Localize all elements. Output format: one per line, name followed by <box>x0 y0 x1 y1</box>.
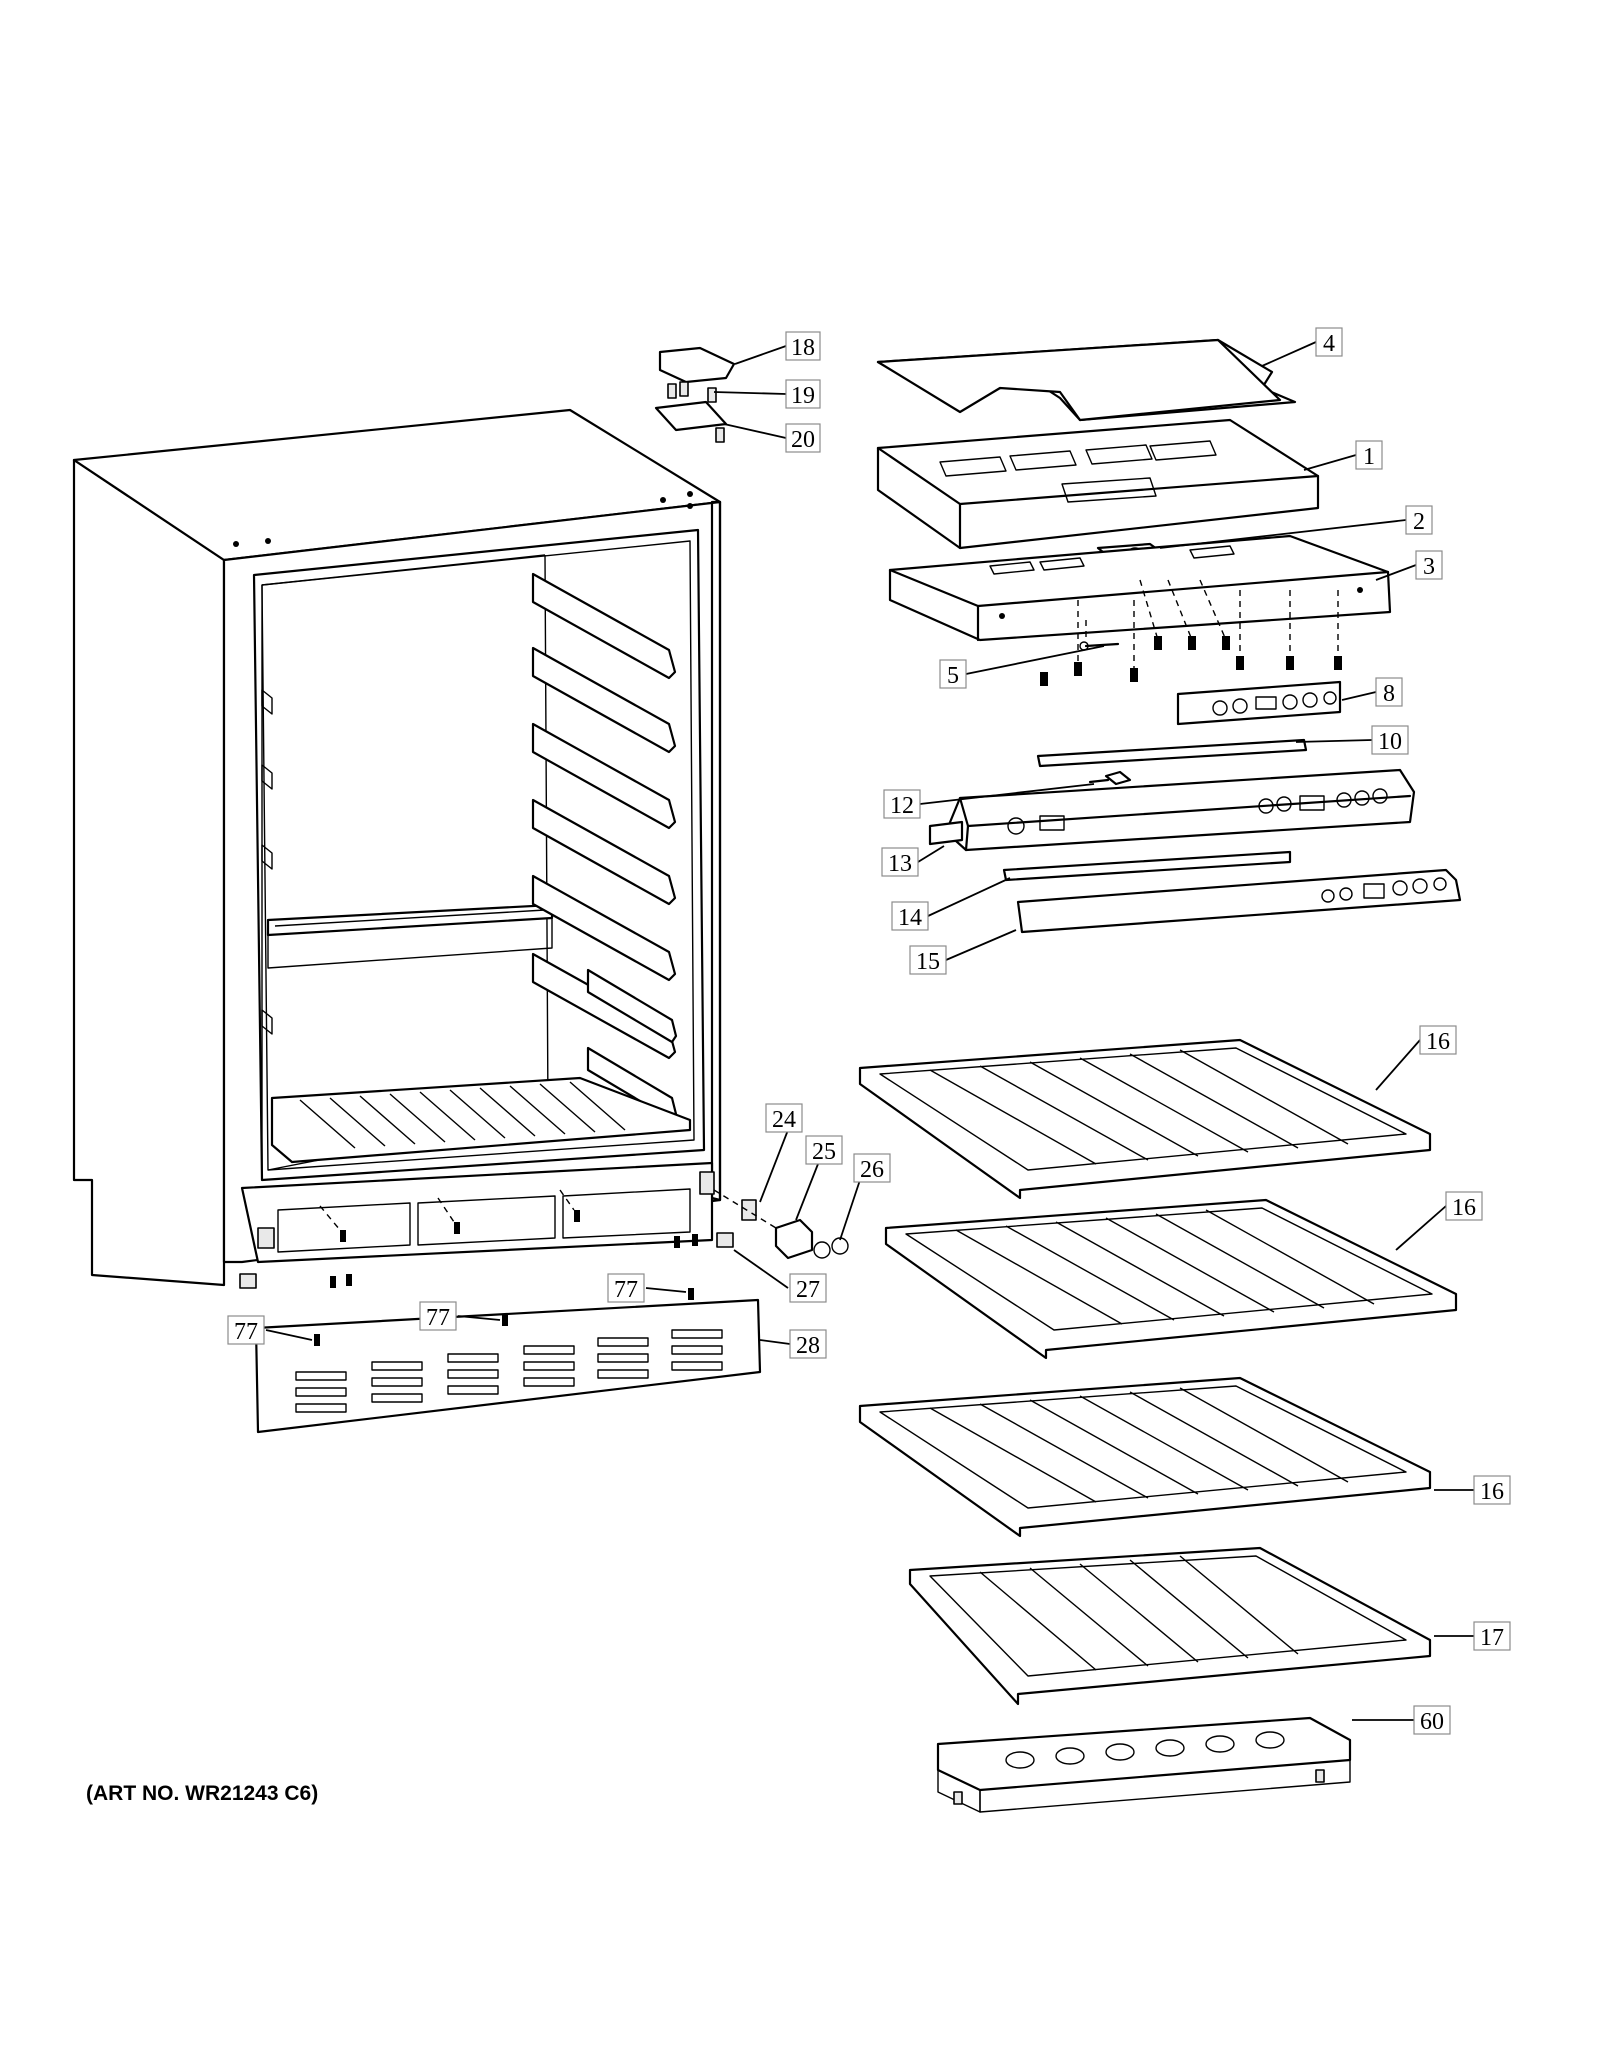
svg-text:27: 27 <box>796 1277 820 1303</box>
svg-text:1: 1 <box>1363 444 1375 470</box>
svg-text:10: 10 <box>1378 729 1402 755</box>
svg-text:24: 24 <box>772 1107 796 1133</box>
callout-1: 1 <box>1355 440 1383 470</box>
top-housing <box>876 418 1320 550</box>
svg-text:25: 25 <box>812 1139 836 1165</box>
callout-10: 10 <box>1371 725 1409 755</box>
top-hinge-assembly <box>654 346 736 443</box>
control-panel-overlay <box>1016 868 1462 934</box>
callout-5: 5 <box>939 659 967 689</box>
wine-shelf-3 <box>858 1376 1432 1538</box>
callout-16-b: 16 <box>1445 1191 1483 1221</box>
callout-14: 14 <box>891 901 929 931</box>
display-bracket <box>1002 850 1292 882</box>
cabinet <box>72 408 734 1289</box>
callout-17: 17 <box>1473 1621 1511 1651</box>
callouts: 18 19 20 4 1 2 3 5 8 10 12 13 14 15 16 1… <box>227 327 1511 1735</box>
callout-28: 28 <box>789 1329 827 1359</box>
callout-25: 25 <box>805 1135 843 1165</box>
svg-text:77: 77 <box>614 1277 638 1303</box>
svg-text:13: 13 <box>888 851 912 877</box>
svg-text:17: 17 <box>1480 1625 1504 1651</box>
svg-text:14: 14 <box>898 905 922 931</box>
callout-2: 2 <box>1405 505 1433 535</box>
pcb-bracket <box>1036 738 1308 768</box>
svg-text:3: 3 <box>1423 554 1435 580</box>
control-box-assembly <box>928 768 1416 852</box>
svg-text:12: 12 <box>890 793 914 819</box>
svg-text:77: 77 <box>426 1305 450 1331</box>
svg-text:60: 60 <box>1420 1709 1444 1735</box>
svg-text:18: 18 <box>791 335 815 361</box>
callout-8: 8 <box>1375 677 1403 707</box>
callout-18: 18 <box>785 331 821 361</box>
callout-12: 12 <box>883 789 921 819</box>
bottom-shelf <box>908 1546 1432 1706</box>
callout-60: 60 <box>1413 1705 1451 1735</box>
svg-text:16: 16 <box>1426 1029 1450 1055</box>
svg-text:5: 5 <box>947 663 959 689</box>
cabinet-floor-rack <box>270 1076 692 1164</box>
svg-text:19: 19 <box>791 383 815 409</box>
svg-text:4: 4 <box>1323 331 1335 357</box>
art-number: (ART NO. WR21243 C6) <box>86 1782 319 1805</box>
bottle-cradle <box>936 1716 1352 1813</box>
callout-77-a: 77 <box>227 1315 265 1345</box>
svg-text:16: 16 <box>1480 1479 1504 1505</box>
toe-grille <box>254 1298 762 1434</box>
callout-3: 3 <box>1415 550 1443 580</box>
bottom-hinge-assembly <box>713 1189 849 1260</box>
callout-77-c: 77 <box>607 1273 645 1303</box>
callout-13: 13 <box>881 847 919 877</box>
callout-19: 19 <box>785 379 821 409</box>
wine-shelf-1 <box>858 1038 1432 1200</box>
top-plate <box>888 534 1392 642</box>
cabinet-rack-rails <box>261 572 678 1122</box>
svg-text:16: 16 <box>1452 1195 1476 1221</box>
control-pcb <box>1176 680 1342 726</box>
svg-text:15: 15 <box>916 949 940 975</box>
callout-24: 24 <box>765 1103 803 1133</box>
svg-text:2: 2 <box>1413 509 1425 535</box>
svg-text:77: 77 <box>234 1319 258 1345</box>
svg-text:20: 20 <box>791 427 815 453</box>
grille-screws <box>314 1189 698 1346</box>
callout-16-a: 16 <box>1419 1025 1457 1055</box>
callout-16-c: 16 <box>1473 1475 1511 1505</box>
callout-27: 27 <box>789 1273 827 1303</box>
top-screws <box>1040 579 1342 686</box>
callout-4: 4 <box>1315 327 1343 357</box>
svg-text:26: 26 <box>860 1157 884 1183</box>
svg-text:8: 8 <box>1383 681 1395 707</box>
svg-text:28: 28 <box>796 1333 820 1359</box>
insulation-pad <box>876 338 1297 422</box>
leader-lines <box>265 341 1474 1721</box>
callout-15: 15 <box>909 945 947 975</box>
callout-77-b: 77 <box>419 1301 457 1331</box>
callout-20: 20 <box>785 423 821 453</box>
callout-26: 26 <box>853 1153 891 1183</box>
wine-shelf-2 <box>884 1198 1458 1360</box>
